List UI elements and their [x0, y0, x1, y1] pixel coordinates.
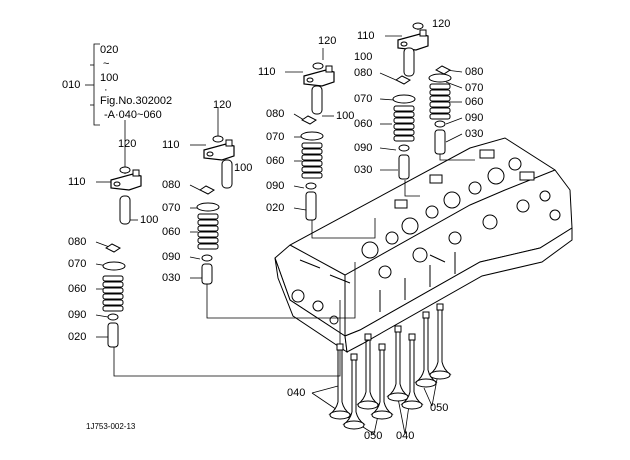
- label-050: 050: [430, 402, 449, 414]
- label-090: 090: [68, 309, 87, 321]
- label-070: 070: [266, 131, 285, 143]
- label-040: 040: [396, 430, 415, 442]
- valve-train-group-5: [428, 65, 452, 155]
- label-060: 060: [354, 118, 373, 130]
- label-110: 110: [357, 30, 375, 42]
- reference-line-4: ·: [104, 84, 108, 96]
- label-090: 090: [266, 180, 285, 192]
- drawing-code: 1J753-002-13: [86, 422, 136, 431]
- label-020: 020: [68, 331, 87, 343]
- label-100: 100: [140, 214, 159, 226]
- label-030: 030: [465, 128, 484, 140]
- label-090: 090: [162, 251, 181, 263]
- reference-line-3: 100: [100, 72, 119, 84]
- label-070: 070: [465, 82, 484, 94]
- label-070: 070: [162, 202, 181, 214]
- label-070: 070: [354, 93, 373, 105]
- label-100: 100: [234, 162, 253, 174]
- label-030: 030: [354, 164, 373, 176]
- label-070: 070: [68, 258, 87, 270]
- leader-lines: [85, 24, 475, 435]
- label-120: 120: [118, 138, 137, 150]
- label-080: 080: [162, 179, 181, 191]
- label-080: 080: [266, 108, 285, 120]
- reference-line-6: -A·040~060: [104, 109, 162, 121]
- label-060: 060: [162, 226, 181, 238]
- label-060: 060: [266, 155, 285, 167]
- label-080: 080: [465, 66, 484, 78]
- valve-train-group-4: [392, 22, 429, 180]
- label-090: 090: [354, 142, 373, 154]
- label-120: 120: [213, 99, 232, 111]
- label-100: 100: [336, 110, 355, 122]
- cylinder-head: [274, 137, 573, 354]
- label-030: 030: [162, 272, 181, 284]
- reference-line-2: ~: [103, 58, 110, 70]
- label-120: 120: [318, 35, 337, 47]
- label-020: 020: [266, 202, 285, 214]
- reference-line-5: Fig.No.302002: [100, 95, 173, 107]
- label-060: 060: [465, 96, 484, 108]
- label-100: 100: [354, 51, 373, 63]
- reference-prefix: 010: [62, 79, 81, 91]
- label-090: 090: [465, 112, 484, 124]
- label-060: 060: [68, 283, 87, 295]
- label-110: 110: [258, 66, 276, 78]
- valve-train-group-2: [196, 135, 235, 285]
- valve-train-group-1: [102, 166, 142, 348]
- valve-train-group-3: [300, 62, 335, 221]
- reference-line-1: 020: [100, 44, 119, 56]
- label-080: 080: [68, 236, 87, 248]
- label-110: 110: [68, 176, 86, 188]
- label-050: 050: [364, 430, 383, 442]
- label-080: 080: [354, 67, 373, 79]
- label-110: 110: [162, 139, 180, 151]
- label-040: 040: [287, 387, 306, 399]
- label-120: 120: [432, 18, 451, 30]
